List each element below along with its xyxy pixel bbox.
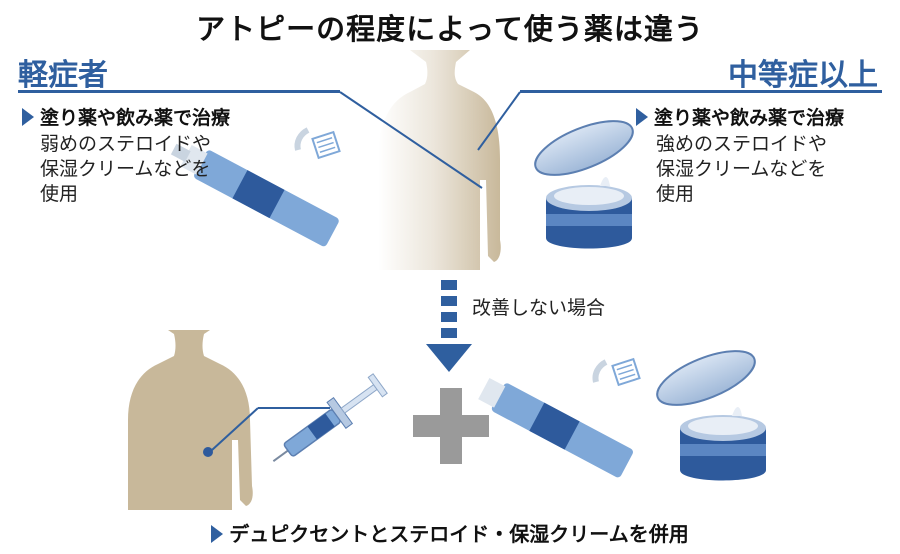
mild-heading-rule: [18, 90, 340, 93]
lower-cream-jar-icon: [656, 350, 766, 481]
moderate-desc-line: 使用: [656, 183, 695, 205]
combined-treatment-note: デュピクセントとステロイド・保湿クリームを併用: [0, 518, 900, 547]
condition-label: 改善しない場合: [472, 297, 606, 319]
page-title: アトピーの程度によって使う薬は違う: [196, 12, 704, 46]
moderate-description: 強めのステロイドや 保湿クリームなどを 使用: [656, 132, 827, 207]
mild-description: 弱めのステロイドや 保湿クリームなどを 使用: [40, 132, 211, 207]
moderate-severity-heading: 中等症以上: [728, 58, 878, 93]
tube-nozzle-icon: [294, 127, 310, 151]
lower-torso-figure: [128, 330, 253, 510]
lower-ointment-tube-icon: [478, 377, 633, 478]
lower-tube-cap-icon: [611, 357, 641, 387]
moderate-heading-rule: [520, 90, 882, 93]
mild-treatment-text: 塗り薬や飲み薬で治療: [40, 107, 231, 129]
combined-treatment-text: デュピクセントとステロイド・保湿クリームを併用: [229, 522, 689, 546]
mild-treatment-heading: 塗り薬や飲み薬で治療: [22, 103, 230, 130]
mild-desc-line: 使用: [40, 183, 79, 205]
triangle-bullet-icon: [211, 525, 224, 543]
moderate-treatment-heading: 塗り薬や飲み薬で治療: [636, 103, 844, 130]
syringe-icon: [272, 373, 388, 462]
moderate-pointer-line: [477, 91, 521, 151]
cream-jar-icon: [534, 120, 634, 249]
mild-desc-line: 保湿クリームなどを: [40, 158, 211, 180]
down-arrow-icon: [426, 280, 472, 372]
plus-icon: [413, 388, 489, 464]
lower-tube-nozzle-icon: [592, 359, 608, 383]
injection-site-dot: [203, 447, 213, 457]
mild-severity-heading: 軽症者: [18, 58, 108, 93]
tube-cap-icon: [311, 130, 341, 160]
moderate-desc-line: 強めのステロイドや: [656, 133, 828, 155]
triangle-bullet-icon: [636, 108, 648, 126]
ointment-tube-icon: [170, 143, 339, 247]
moderate-treatment-text: 塗り薬や飲み薬で治療: [654, 107, 845, 129]
triangle-bullet-icon: [22, 108, 34, 126]
moderate-desc-line: 保湿クリームなどを: [656, 158, 827, 180]
injection-pointer-line: [211, 407, 259, 451]
mild-pointer-line: [339, 91, 483, 189]
mild-desc-line: 弱めのステロイドや: [40, 133, 212, 155]
